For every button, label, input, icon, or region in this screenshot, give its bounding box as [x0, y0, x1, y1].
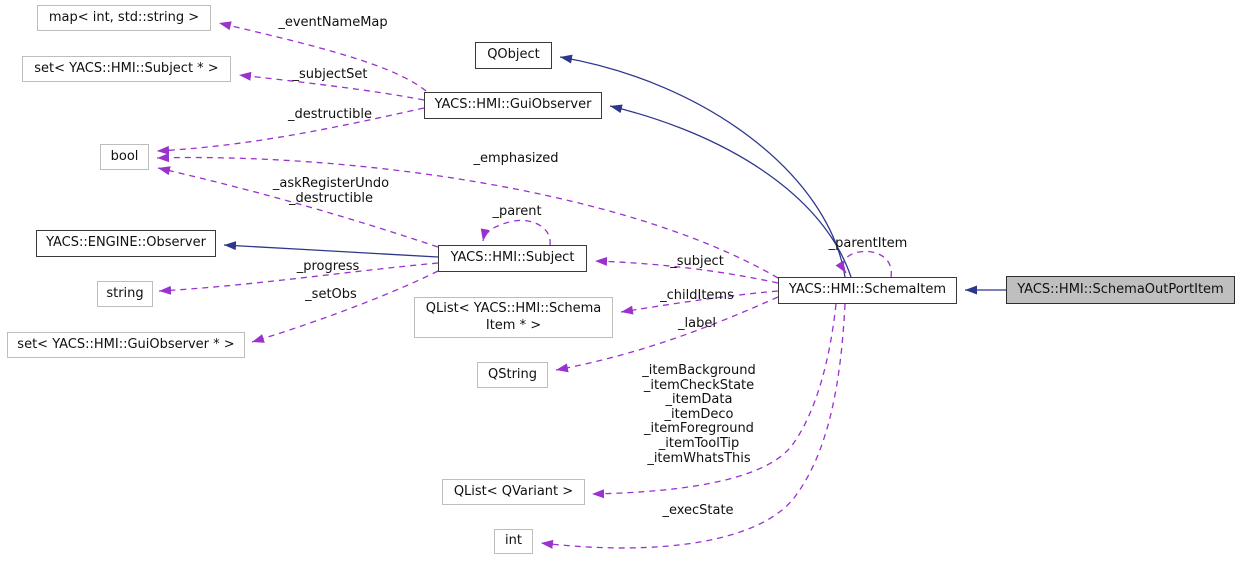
edge-label-emphasized: _emphasized: [473, 151, 559, 166]
edge-label-askregisterundo-line2: _destructible: [289, 190, 373, 206]
edge-schemaitem-childitems: [620, 290, 779, 315]
edge-label-childitems: _childItems: [660, 288, 734, 303]
edge-label-itemprops-line2: _itemCheckState: [643, 377, 755, 393]
edge-label-parent: _parent: [492, 204, 542, 219]
edge-label-subjectset: _subjectSet: [292, 67, 368, 82]
node-engine-observer[interactable]: YACS::ENGINE::Observer: [36, 230, 216, 257]
edge-label-execstate: _execState: [662, 503, 734, 518]
node-schemaoutportitem: YACS::HMI::SchemaOutPortItem: [1006, 276, 1235, 304]
node-qlist-schemaitem-line1: QList< YACS::HMI::Schema: [425, 300, 602, 316]
node-subject[interactable]: YACS::HMI::Subject: [438, 245, 587, 272]
node-set-guiobserver: set< YACS::HMI::GuiObserver * >: [7, 332, 245, 358]
edge-schemaitem-inherits-qobject: [559, 54, 846, 278]
edge-label-itemprops: _itemBackground _itemCheckState _itemDat…: [642, 363, 756, 466]
edge-label-label: _label: [678, 316, 716, 331]
edge-label-destructible: _destructible: [288, 107, 372, 122]
edge-label-askregisterundo-line1: _askRegisterUndo: [272, 176, 390, 191]
node-qlist-schemaitem: QList< YACS::HMI::Schema Item * >: [414, 297, 613, 338]
edge-subject-progress: [158, 262, 439, 295]
node-guiobserver[interactable]: YACS::HMI::GuiObserver: [424, 92, 602, 119]
edge-guiobserver-subjectset: [238, 71, 425, 101]
edge-label-itemprops-line5: _itemForeground: [644, 421, 754, 437]
edge-label-progress: _progress: [296, 259, 360, 274]
node-int: int: [494, 529, 533, 554]
edge-schemaitem-inherits-guiobserver: [609, 104, 852, 278]
node-qlist-schemaitem-line2: Item * >: [485, 317, 542, 333]
edge-guiobserver-eventnamemap: [218, 21, 427, 92]
edge-subject-inherits-engine-observer: [223, 241, 439, 258]
edge-subject-setobs: [251, 270, 439, 343]
node-qobject[interactable]: QObject: [475, 42, 552, 69]
edge-schemaitem-subject: [594, 256, 779, 284]
edge-schemaitem-parentitem-selfloop: [835, 250, 892, 278]
edge-guiobserver-destructible: [156, 107, 425, 155]
node-bool: bool: [100, 144, 149, 170]
edge-subject-parent-selfloop: [480, 219, 551, 246]
edge-schemaitem-execstate: [540, 303, 846, 549]
edge-label-itemprops-line4: _itemDeco: [664, 406, 734, 422]
node-qlist-qvariant: QList< QVariant >: [442, 479, 585, 505]
edge-label-parentitem: _parentItem: [828, 236, 908, 251]
edge-label-itemprops-line6: _itemToolTip: [658, 435, 740, 451]
edge-label-itemprops-line7: _itemWhatsThis: [647, 450, 751, 466]
node-string: string: [97, 281, 153, 307]
edge-subject-askregisterundo-destructible: [157, 166, 439, 248]
node-map-int-string: map< int, std::string >: [37, 5, 211, 31]
edge-label-itemprops-line1: _itemBackground: [642, 363, 756, 378]
edge-label-askregisterundo-destructible: _askRegisterUndo _destructible: [272, 176, 390, 206]
edge-label-setobs: _setObs: [305, 287, 357, 302]
edge-schemaitem-emphasized: [156, 153, 779, 279]
node-qstring: QString: [477, 362, 548, 388]
edge-label-subject: _subject: [670, 254, 724, 269]
node-set-subject: set< YACS::HMI::Subject * >: [22, 56, 231, 82]
edge-label-eventnamemap: _eventNameMap: [278, 15, 388, 30]
edge-schemaitem-itemprops-qvariant: [591, 303, 837, 499]
edge-label-itemprops-line3: _itemData: [665, 392, 733, 408]
node-schemaitem[interactable]: YACS::HMI::SchemaItem: [778, 277, 957, 304]
